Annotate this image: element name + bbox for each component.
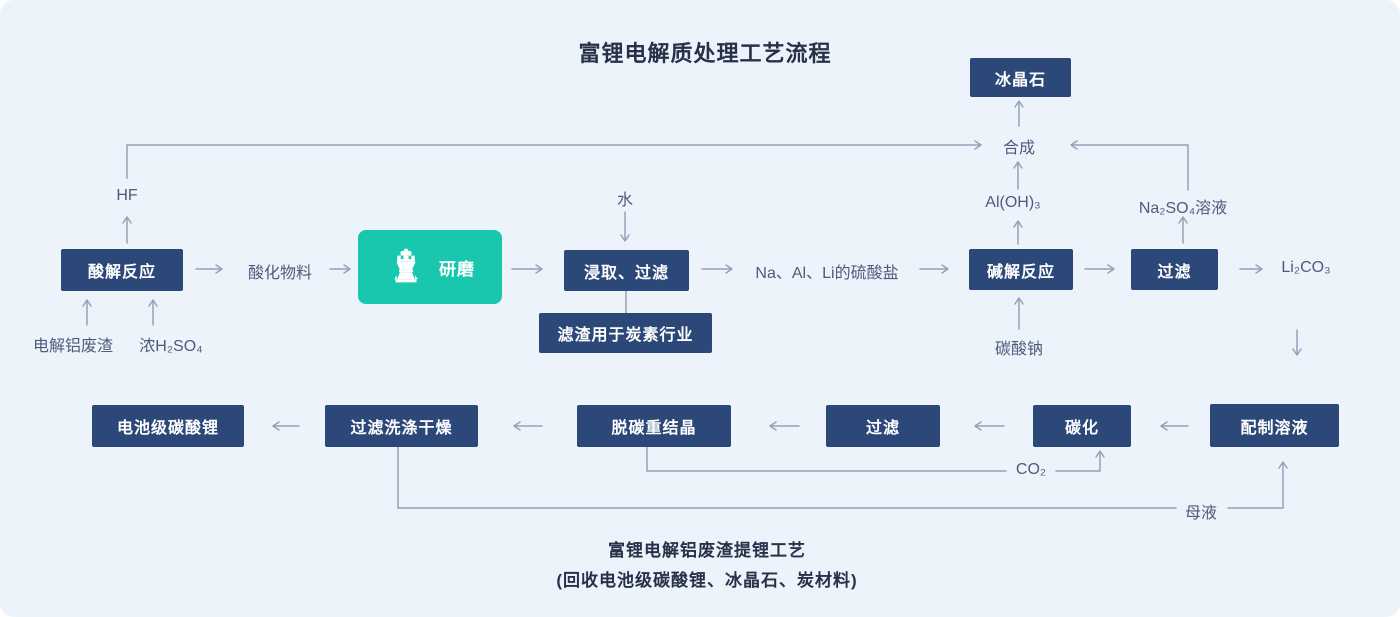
label-electrolytic-al-slag: 电解铝废渣 (32, 338, 114, 355)
elbow-recryst-to-co2 (646, 446, 1007, 472)
elbow-motherliquor-to-prep (1227, 461, 1288, 509)
elbow-wash-to-motherliquor (397, 446, 1177, 509)
grinder-mill-icon (385, 246, 427, 288)
node-acid-reaction: 酸解反应 (61, 249, 183, 291)
node-solution-prep: 配制溶液 (1210, 404, 1339, 447)
elbow-hf-to-synthesis (126, 140, 982, 179)
label-aloh3: Al(OH)₃ (985, 194, 1041, 211)
label-hf: HF (116, 187, 138, 204)
node-cryolite: 冰晶石 (970, 58, 1071, 97)
label-na2so4-solution: Na₂SO₄溶液 (1138, 200, 1228, 217)
label-na-al-li-sulfates: Na、Al、Li的硫酸盐 (755, 265, 899, 282)
label-acidified-material: 酸化物料 (247, 265, 313, 282)
node-filter-1: 过滤 (1131, 249, 1218, 290)
node-grinding-label: 研磨 (439, 259, 475, 279)
node-battery-grade-li2co3: 电池级碳酸锂 (92, 405, 244, 447)
node-alkali-reaction: 碱解反应 (969, 249, 1073, 290)
node-filter-wash-dry: 过滤洗涤干燥 (325, 405, 478, 447)
caption-recovered-products: (回收电池级碳酸锂、冰晶石、炭材料) (556, 571, 858, 590)
label-sodium-carbonate: 碳酸钠 (994, 341, 1044, 358)
elbow-co2-to-carbonation (1055, 450, 1105, 472)
label-water: 水 (616, 192, 634, 209)
node-filter-2: 过滤 (826, 405, 940, 447)
node-carbonation: 碳化 (1033, 405, 1131, 447)
label-co2: CO₂ (1015, 461, 1047, 478)
label-synthesis: 合成 (1002, 140, 1036, 157)
label-mother-liquor: 母液 (1184, 505, 1218, 522)
node-leach-filter: 浸取、过滤 (564, 250, 689, 291)
diagram-title: 富锂电解质处理工艺流程 (578, 41, 832, 66)
node-grinding: 研磨 (358, 230, 502, 304)
label-li2co3: Li₂CO₃ (1281, 259, 1331, 276)
label-conc-h2so4: 浓H₂SO₄ (139, 338, 203, 355)
caption-process-name: 富锂电解铝废渣提锂工艺 (608, 541, 806, 560)
elbow-na2so4-to-synthesis (1070, 140, 1189, 191)
node-residue-carbon-industry: 滤渣用于炭素行业 (539, 313, 712, 353)
node-decarb-recrystallize: 脱碳重结晶 (577, 405, 731, 447)
